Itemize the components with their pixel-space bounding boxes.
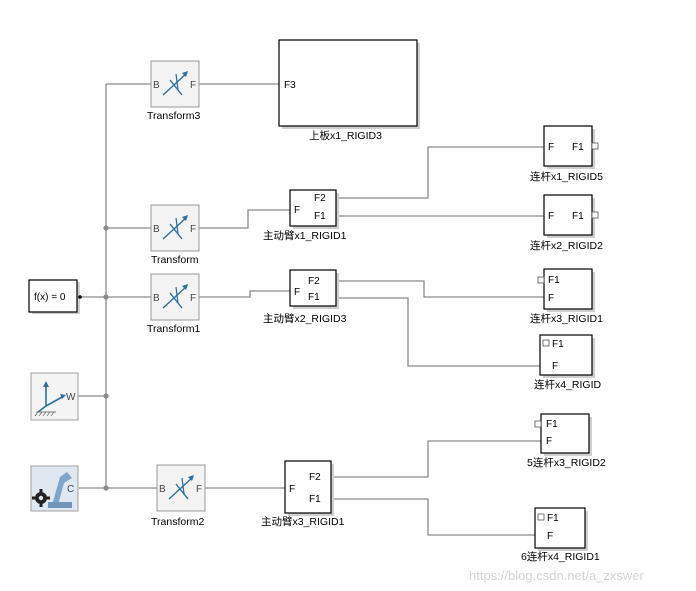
world-port-label: W bbox=[66, 392, 76, 403]
link1-block[interactable]: F F1 连杆x1_RIGID5 bbox=[530, 125, 603, 183]
port-f: F bbox=[548, 293, 554, 304]
port-f2: F2 bbox=[309, 472, 321, 483]
transform-label: Transform bbox=[151, 254, 199, 266]
port-f1: F1 bbox=[572, 142, 584, 153]
connector-icon bbox=[534, 420, 542, 428]
wire-transform1-arm2[interactable] bbox=[199, 290, 290, 298]
connector-icon bbox=[591, 211, 599, 219]
junction-dot bbox=[103, 485, 109, 491]
link5-block[interactable]: F1 F 5连杆x3_RIGID2 bbox=[527, 413, 606, 469]
solver-port-label: C bbox=[67, 484, 74, 495]
port-f: F bbox=[552, 361, 558, 372]
link2-block[interactable]: F F1 连杆x2_RIGID2 bbox=[530, 194, 603, 252]
connector-icon bbox=[591, 142, 599, 150]
link2-label: 连杆x2_RIGID2 bbox=[530, 239, 603, 252]
port-f1: F1 bbox=[547, 513, 559, 524]
top-plate-label: 上板x1_RIGID3 bbox=[309, 129, 382, 142]
port-b: B bbox=[153, 80, 160, 91]
port-f: F bbox=[548, 211, 554, 222]
port-f1: F1 bbox=[546, 419, 558, 430]
transform3-label: Transform3 bbox=[147, 110, 200, 122]
transform-block[interactable]: B F Transform bbox=[150, 204, 200, 266]
port-f: F bbox=[294, 287, 300, 298]
link4-label: 连杆x4_RIGID bbox=[534, 378, 602, 391]
link3-block[interactable]: F1 F 连杆x3_RIGID1 bbox=[530, 268, 603, 325]
connector-icon bbox=[537, 513, 545, 521]
port-b: B bbox=[159, 484, 166, 495]
port-f1: F1 bbox=[572, 211, 584, 222]
wire-arm3-link5[interactable] bbox=[331, 440, 541, 478]
port-f2: F2 bbox=[308, 276, 320, 287]
port-f: F bbox=[547, 531, 553, 542]
port-f1: F1 bbox=[552, 339, 564, 350]
junction-dot bbox=[103, 294, 109, 300]
port-f: F bbox=[190, 80, 196, 91]
port-f2: F2 bbox=[314, 193, 326, 204]
arm1-block[interactable]: F2 F1 F 主动臂x1_RIGID1 bbox=[263, 189, 347, 242]
rigid-transform-icon bbox=[168, 475, 194, 500]
transform1-label: Transform1 bbox=[147, 323, 200, 335]
solver-constraint-block[interactable]: f(x) = 0 bbox=[28, 279, 82, 314]
transform1-block[interactable]: B F Transform1 bbox=[147, 273, 200, 335]
gear-icon bbox=[32, 489, 50, 507]
port-f1: F1 bbox=[309, 494, 321, 505]
world-frame-block[interactable]: W bbox=[30, 372, 79, 421]
port-f1: F1 bbox=[308, 292, 320, 303]
port-f: F bbox=[294, 205, 300, 216]
port-f: F bbox=[289, 484, 295, 495]
rigid-transform-icon bbox=[162, 215, 188, 240]
junction-dot bbox=[103, 393, 109, 399]
transform2-block[interactable]: B F Transform2 bbox=[151, 464, 206, 528]
mechanism-config-block[interactable]: C bbox=[30, 465, 79, 512]
junction-dot bbox=[103, 225, 109, 231]
port-f: F bbox=[196, 484, 202, 495]
port-f: F bbox=[190, 224, 196, 235]
connection-lines bbox=[78, 83, 544, 536]
wire-arm3-link6[interactable] bbox=[331, 498, 535, 536]
link6-block[interactable]: F1 F 6连杆x4_RIGID1 bbox=[521, 507, 600, 563]
link1-label: 连杆x1_RIGID5 bbox=[530, 170, 603, 183]
transform3-block[interactable]: B F Transform3 bbox=[147, 60, 200, 122]
world-frame-icon bbox=[34, 381, 66, 417]
watermark: https://blog.csdn.net/a_zxswer bbox=[469, 568, 645, 583]
port-f: F bbox=[190, 293, 196, 304]
arm3-label: 主动臂x3_RIGID1 bbox=[261, 515, 345, 528]
wire-arm2-link3[interactable] bbox=[336, 280, 544, 298]
port-f1: F1 bbox=[314, 211, 326, 222]
link3-label: 连杆x3_RIGID1 bbox=[530, 312, 603, 325]
transform2-label: Transform2 bbox=[151, 516, 204, 528]
wire-transform-arm1[interactable] bbox=[199, 209, 290, 229]
port-b: B bbox=[153, 224, 160, 235]
arm1-label: 主动臂x1_RIGID1 bbox=[263, 229, 347, 242]
top-plate-block[interactable]: F3 上板x1_RIGID3 bbox=[278, 39, 420, 142]
arm2-label: 主动臂x2_RIGID3 bbox=[263, 312, 347, 325]
port-f1: F1 bbox=[548, 275, 560, 286]
port-b: B bbox=[153, 293, 160, 304]
wire-arm2-link4[interactable] bbox=[336, 297, 540, 367]
connector-icon bbox=[537, 276, 545, 284]
link5-label: 5连杆x3_RIGID2 bbox=[527, 456, 606, 469]
constraint-label: f(x) = 0 bbox=[34, 292, 66, 303]
rigid-transform-icon bbox=[162, 284, 188, 309]
arm3-block[interactable]: F2 F1 F 主动臂x3_RIGID1 bbox=[261, 460, 345, 528]
arm2-block[interactable]: F2 F1 F 主动臂x2_RIGID3 bbox=[263, 269, 347, 325]
port-f: F bbox=[546, 436, 552, 447]
robot-arm-icon bbox=[48, 472, 72, 508]
wire-arm1-link1[interactable] bbox=[336, 146, 544, 199]
port-f3: F3 bbox=[284, 80, 296, 91]
port-f: F bbox=[548, 142, 554, 153]
link6-label: 6连杆x4_RIGID1 bbox=[521, 550, 600, 563]
connector-icon bbox=[542, 339, 550, 347]
rigid-transform-icon bbox=[162, 71, 188, 96]
link4-block[interactable]: F1 F 连杆x4_RIGID bbox=[534, 334, 602, 391]
